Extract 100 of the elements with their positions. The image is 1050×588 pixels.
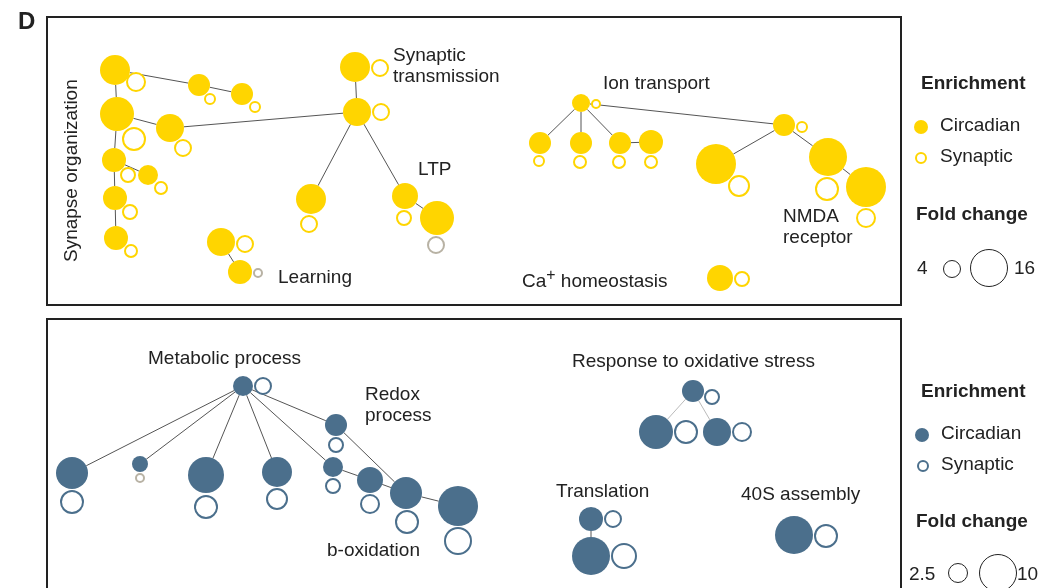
- connector-line: [589, 103, 774, 125]
- hollow-circle: [704, 388, 721, 405]
- hollow-circle: [395, 209, 412, 226]
- legend-label: Synaptic: [940, 145, 1013, 167]
- connector-line: [666, 398, 687, 420]
- connector-line: [124, 164, 140, 172]
- legend-heading: Enrichment: [921, 72, 1026, 94]
- solid-circle: [846, 167, 886, 207]
- solid-circle: [420, 201, 454, 235]
- hollow-circle: [572, 154, 587, 169]
- solid-circle: [639, 130, 663, 154]
- hollow-circle: [732, 422, 752, 442]
- hollow-circle: [325, 478, 341, 494]
- connector-line: [341, 469, 359, 477]
- hollow-circle: [203, 93, 216, 106]
- solid-circle: [773, 114, 795, 136]
- term-label: Translation: [556, 480, 650, 502]
- term-label: Response to oxidative stress: [572, 350, 815, 372]
- solid-circle: [570, 132, 592, 154]
- solid-circle: [340, 52, 370, 82]
- connector-line: [85, 390, 235, 467]
- solid-circle: [103, 186, 127, 210]
- hollow-circle: [126, 72, 146, 92]
- hollow-circle: [856, 208, 876, 228]
- solid-circle: [104, 226, 128, 250]
- hollow-circle: [122, 127, 147, 151]
- term-label: Redox process: [365, 383, 433, 426]
- solid-circle: [233, 376, 253, 396]
- hollow-circle: [813, 524, 838, 549]
- hollow-circle: [532, 154, 545, 167]
- solid-circle: [100, 55, 130, 85]
- solid-circle: [609, 132, 631, 154]
- panel-frame: [46, 16, 902, 306]
- solid-circle: [682, 380, 704, 402]
- hollow-circle: [360, 494, 380, 514]
- legend-label: Circadian: [940, 114, 1021, 136]
- hollow-circle: [674, 420, 698, 444]
- hollow-circle: [328, 437, 344, 453]
- solid-circle: [707, 265, 733, 291]
- solid-circle: [262, 457, 292, 487]
- connector-line: [249, 392, 327, 461]
- solid-circle: [579, 507, 603, 531]
- connector-line: [590, 530, 592, 538]
- solid-circle: [809, 138, 847, 176]
- connector-line: [317, 123, 351, 187]
- connector-line: [381, 483, 392, 489]
- solid-circle: [138, 165, 158, 185]
- connector-line: [113, 171, 116, 187]
- hollow-circle: [370, 59, 389, 78]
- connector-line: [114, 209, 117, 227]
- hollow-circle: [611, 154, 626, 169]
- solid-circle: [228, 260, 252, 284]
- solid-circle: [438, 486, 478, 526]
- hollow-circle: [644, 155, 658, 169]
- hollow-circle: [299, 214, 318, 233]
- legend-heading: Fold change: [916, 203, 1028, 225]
- hollow-circle: [426, 235, 445, 254]
- scale-value: 16: [1014, 257, 1036, 279]
- hollow-circle: [124, 244, 139, 258]
- hollow-circle: [728, 175, 751, 198]
- hollow-circle: [254, 377, 272, 395]
- solid-circle: [207, 228, 235, 256]
- hollow-circle: [814, 176, 839, 201]
- connector-line: [421, 496, 440, 502]
- term-label: Learning: [278, 266, 352, 288]
- term-label: 40S assembly: [741, 483, 861, 505]
- connector-line: [355, 81, 357, 99]
- solid-circle: [102, 148, 126, 172]
- connector-line: [363, 123, 400, 186]
- connector-line: [343, 432, 395, 483]
- hollow-circle: [590, 99, 601, 110]
- scale-value: 2.5: [909, 563, 936, 585]
- term-label: Synaptic transmission: [393, 44, 501, 87]
- hollow-circle: [135, 473, 145, 483]
- term-label: Metabolic process: [148, 347, 302, 369]
- hollow-circle: [266, 488, 288, 510]
- solid-circle: [188, 74, 210, 96]
- connector-line: [732, 129, 775, 155]
- connector-line: [145, 391, 236, 460]
- connector-line: [792, 130, 814, 147]
- solid-circle: [188, 457, 224, 493]
- connector-line: [132, 117, 157, 125]
- legend-heading: Enrichment: [921, 380, 1026, 402]
- solid-circle: [696, 144, 736, 184]
- connector-line: [209, 86, 232, 93]
- connector-line: [842, 168, 851, 176]
- connector-line: [212, 394, 240, 459]
- connector-line: [251, 389, 327, 422]
- hollow-circle: [444, 527, 472, 555]
- legend-label: Synaptic: [941, 453, 1014, 475]
- solid-circle: [323, 457, 343, 477]
- connector-line: [586, 108, 613, 136]
- legend-label: Circadian: [941, 422, 1022, 444]
- hollow-circle: [253, 268, 263, 278]
- hollow-circle: [372, 103, 390, 121]
- solid-circle: [343, 98, 371, 126]
- solid-circle: [100, 97, 134, 131]
- connector-line: [630, 141, 640, 144]
- solid-circle: [639, 415, 673, 449]
- solid-circle: [529, 132, 551, 154]
